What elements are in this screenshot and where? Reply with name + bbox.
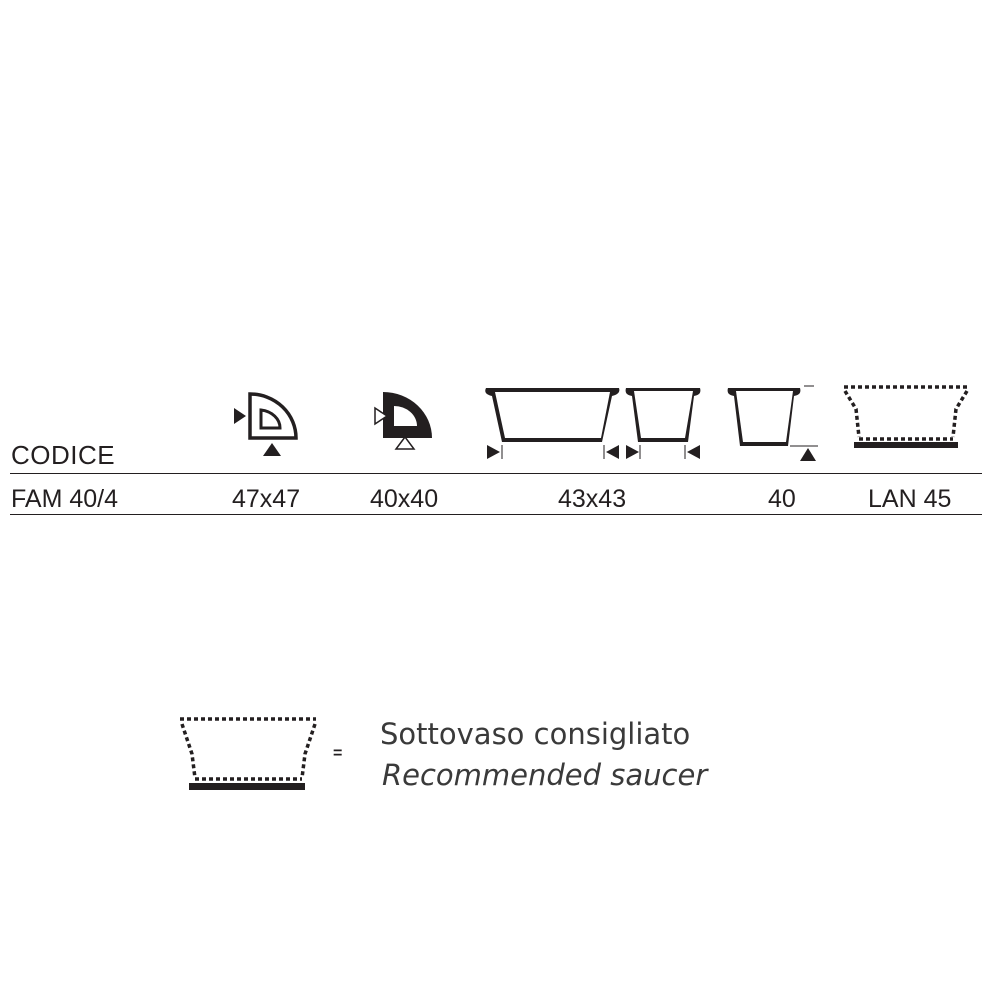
size-corner-inner: 40x40: [370, 485, 439, 513]
corner-inner-dimension-icon: [374, 392, 432, 450]
height-value: 40: [768, 485, 796, 513]
code-header: CODICE: [11, 440, 116, 470]
legend-title-en: Recommended saucer: [382, 758, 708, 792]
product-code: FAM 40/4: [11, 485, 118, 513]
corner-outer-dimension-icon: [234, 392, 298, 456]
header-rule: [10, 473, 982, 474]
size-width: 43x43: [558, 485, 627, 513]
size-corner-outer: 47x47: [232, 485, 301, 513]
saucer-dotted-icon: [843, 385, 969, 448]
pot-height-icon: [727, 385, 818, 461]
narrow-pot-width-icon: [625, 388, 701, 459]
wide-pot-width-icon: [485, 388, 620, 459]
row-rule: [10, 514, 982, 515]
saucer-code: LAN 45: [868, 485, 952, 513]
legend-title-it: Sottovaso consigliato: [380, 717, 691, 751]
legend-equals: =: [333, 745, 343, 762]
legend-saucer-icon: [180, 717, 317, 790]
